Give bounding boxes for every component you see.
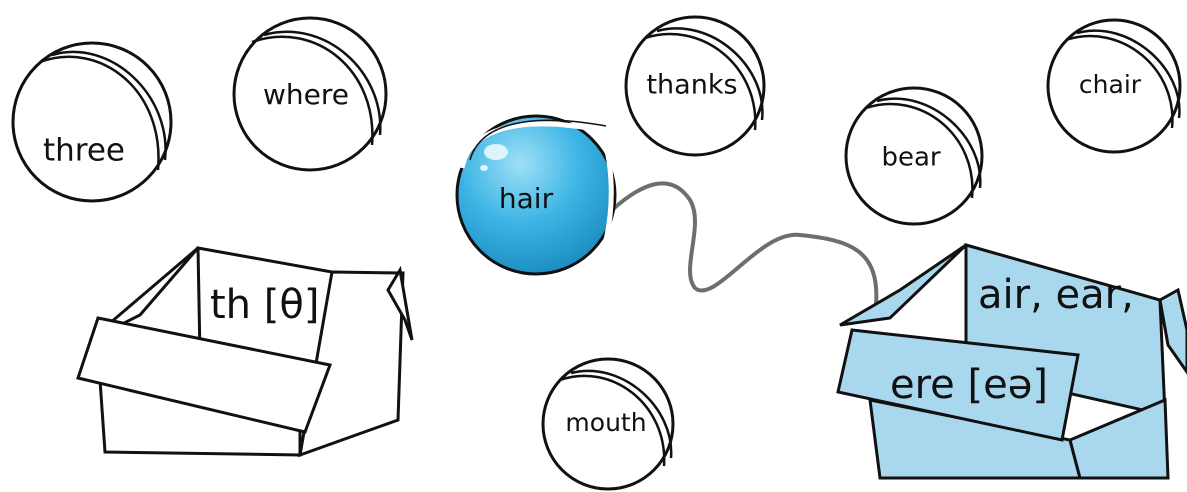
box-label-air-line2: ere [eə] [890,362,1048,408]
box-label-th: th [θ] [210,282,319,328]
ball-chair[interactable]: chair [1048,20,1180,152]
ball-label: three [43,133,125,169]
ball-label: chair [1079,70,1142,99]
connector-string [612,183,876,305]
ball-label: thanks [646,70,737,101]
ball-label: bear [881,143,940,173]
ball-three[interactable]: three [13,43,171,201]
ball-where[interactable]: where [234,18,386,170]
ball-label: where [263,78,349,111]
ball-hair[interactable]: hair [457,116,615,274]
box-air-ear-ere[interactable]: air, ear, ere [eə] [838,245,1187,478]
ball-thanks[interactable]: thanks [626,17,764,155]
ball-label: mouth [565,408,646,437]
box-label-air-line1: air, ear, [978,272,1134,318]
ball-label: hair [499,182,554,215]
ball-bear[interactable]: bear [846,88,982,224]
box-th[interactable]: th [θ] [78,248,412,455]
ball-mouth[interactable]: mouth [543,359,673,489]
